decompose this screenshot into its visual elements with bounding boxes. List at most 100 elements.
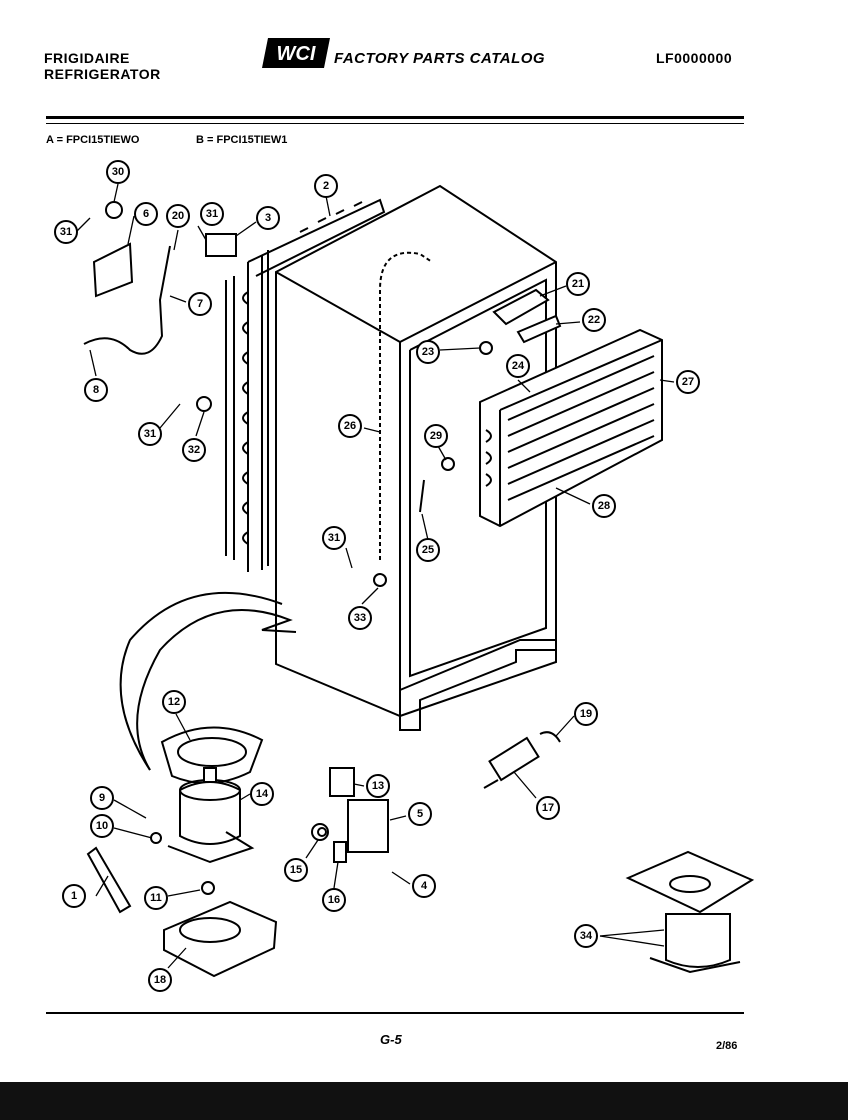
callout-23: 23 — [416, 340, 440, 364]
refrigerator-cabinet — [275, 184, 557, 731]
callout-6: 6 — [134, 202, 158, 226]
thermostat-wiring — [83, 245, 171, 355]
callout-26: 26 — [338, 414, 362, 438]
callout-14: 14 — [250, 782, 274, 806]
callout-22: 22 — [582, 308, 606, 332]
svg-text:17: 17 — [542, 802, 554, 814]
svg-text:4: 4 — [421, 880, 428, 892]
thermostat-knob — [105, 201, 123, 219]
model-b-label: B = FPCI15TIEW1 — [196, 134, 288, 146]
svg-text:28: 28 — [598, 500, 610, 512]
callout-24: 24 — [506, 354, 530, 378]
fan-grommet — [441, 457, 455, 471]
svg-text:2: 2 — [323, 180, 329, 192]
svg-text:27: 27 — [682, 376, 694, 388]
callout-5: 5 — [408, 802, 432, 826]
timer-bracket — [539, 731, 561, 743]
airflow-arrow — [119, 591, 283, 771]
svg-text:31: 31 — [206, 208, 218, 220]
callout-21: 21 — [566, 272, 590, 296]
callout-31a: 31 — [54, 220, 78, 244]
callout-25: 25 — [416, 538, 440, 562]
brand-block: FRIGIDAIRE REFRIGERATOR — [44, 50, 161, 82]
callout-1: 1 — [62, 884, 86, 908]
svg-text:29: 29 — [430, 430, 442, 442]
defrost-limiter — [479, 341, 493, 355]
grommet — [150, 832, 162, 844]
catalog-title: FACTORY PARTS CATALOG — [334, 50, 546, 67]
svg-text:11: 11 — [150, 892, 162, 904]
logo-text: WCI — [277, 43, 316, 65]
svg-text:10: 10 — [96, 820, 108, 832]
callout-16: 16 — [322, 888, 346, 912]
svg-text:31: 31 — [60, 226, 72, 238]
defrost-timer — [483, 736, 540, 789]
product-type: REFRIGERATOR — [44, 66, 161, 82]
svg-text:8: 8 — [93, 384, 99, 396]
callout-19: 19 — [574, 702, 598, 726]
callout-34: 34 — [574, 924, 598, 948]
model-a-label: A = FPCI15TIEWO — [46, 134, 140, 146]
drain-tube — [379, 251, 433, 560]
brand-name: FRIGIDAIRE — [44, 50, 130, 66]
callout-15: 15 — [284, 858, 308, 882]
fan-bracket-lower — [516, 314, 562, 344]
svg-text:13: 13 — [372, 780, 384, 792]
callout-7: 7 — [188, 292, 212, 316]
catalog-number: LF0000000 — [656, 50, 733, 66]
terminal-block — [333, 841, 347, 863]
svg-text:33: 33 — [354, 612, 366, 624]
relay — [329, 767, 355, 797]
callout-3: 3 — [256, 206, 280, 230]
svg-text:21: 21 — [572, 278, 584, 290]
svg-text:1: 1 — [71, 890, 77, 902]
svg-text:12: 12 — [168, 696, 180, 708]
svg-text:9: 9 — [99, 792, 105, 804]
scan-edge — [0, 1082, 848, 1120]
mount-washer — [201, 881, 215, 895]
callout-31c: 31 — [138, 422, 162, 446]
heater-wire — [419, 479, 425, 513]
fan-bracket-upper — [492, 288, 550, 326]
callout-13: 13 — [366, 774, 390, 798]
svg-text:7: 7 — [197, 298, 203, 310]
callout-20: 20 — [166, 204, 190, 228]
svg-text:16: 16 — [328, 894, 340, 906]
compressor — [167, 767, 255, 864]
svg-text:26: 26 — [344, 420, 356, 432]
airflow-arrow-tip — [136, 609, 297, 771]
cold-control-bracket — [92, 242, 134, 298]
callout-17: 17 — [536, 796, 560, 820]
callout-18: 18 — [148, 968, 172, 992]
leader-lines — [75, 183, 675, 969]
svg-text:25: 25 — [422, 544, 434, 556]
callout-8: 8 — [84, 378, 108, 402]
svg-text:24: 24 — [512, 360, 525, 372]
footer-rule — [46, 1012, 744, 1014]
svg-text:23: 23 — [422, 346, 434, 358]
callout-9: 9 — [90, 786, 114, 810]
damper-bracket — [205, 233, 237, 257]
overload-protector — [347, 799, 389, 853]
callout-4: 4 — [412, 874, 436, 898]
heater-element — [86, 846, 132, 914]
fan-motor-assembly — [625, 850, 755, 974]
evaporator — [479, 328, 663, 528]
svg-text:31: 31 — [144, 428, 156, 440]
callout-31b: 31 — [200, 202, 224, 226]
revision-date: 2/86 — [716, 1040, 738, 1052]
svg-text:15: 15 — [290, 864, 302, 876]
callout-31d: 31 — [322, 526, 346, 550]
wci-logo: WCI — [262, 36, 332, 70]
svg-text:19: 19 — [580, 708, 592, 720]
callout-10: 10 — [90, 814, 114, 838]
callout-33: 33 — [348, 606, 372, 630]
svg-text:34: 34 — [580, 930, 593, 942]
svg-text:18: 18 — [154, 974, 166, 986]
thermostat-clip — [196, 396, 212, 412]
header-rule-top — [46, 116, 744, 119]
callout-30: 30 — [106, 160, 130, 184]
compressor-base — [163, 900, 278, 978]
callout-12: 12 — [162, 690, 186, 714]
